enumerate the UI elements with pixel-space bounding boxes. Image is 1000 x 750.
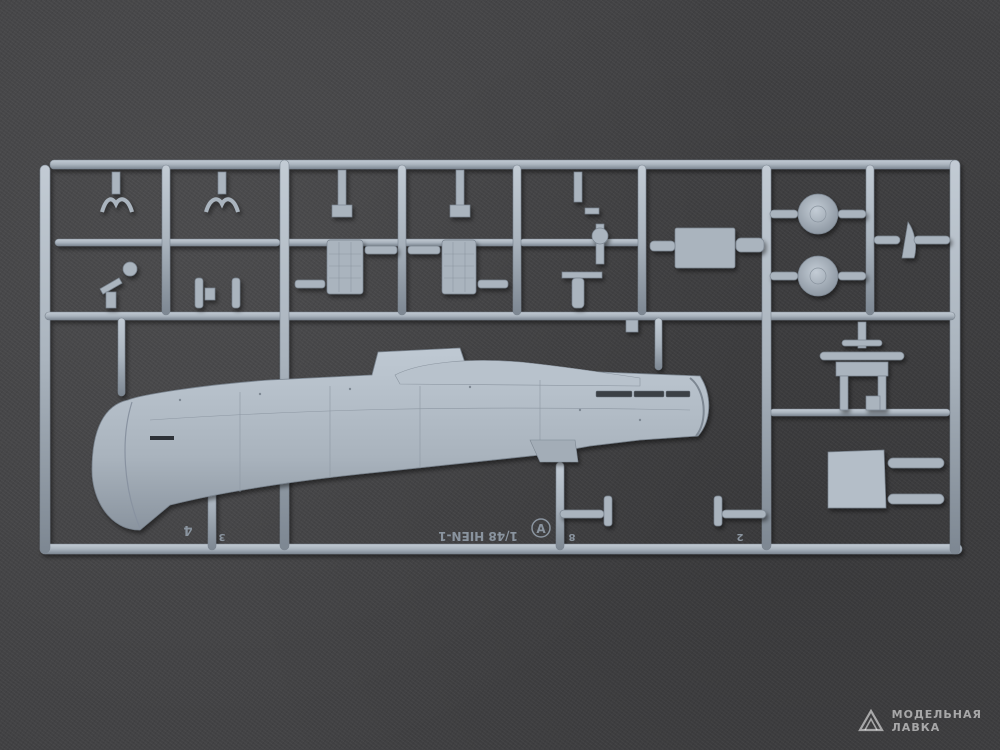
box-part xyxy=(674,227,736,269)
seat-grid-left xyxy=(326,239,364,295)
watermark: МОДЕЛЬНАЯ ЛАВКА xyxy=(856,706,982,736)
fork-part-1 xyxy=(100,171,134,213)
seat-grid-right xyxy=(441,239,477,295)
part-number-8: 8 xyxy=(568,531,575,542)
part-number-2: 2 xyxy=(736,531,743,542)
kit-code-label: 1/48 HIEN-1 xyxy=(438,529,518,543)
wheel-upper xyxy=(797,193,839,235)
watermark-line-1: МОДЕЛЬНАЯ xyxy=(891,708,982,721)
arm-part xyxy=(99,261,138,309)
frame-bottom-runner xyxy=(39,543,963,555)
svg-text:A: A xyxy=(536,522,546,536)
frame-left-runner xyxy=(39,164,51,554)
wheel-lower xyxy=(797,255,839,297)
control-stick-part xyxy=(561,171,609,309)
hanger-logo-icon xyxy=(857,708,884,732)
part-number-4: 4 xyxy=(183,522,192,537)
watermark-line-2: ЛАВКА xyxy=(891,721,941,734)
fork-part-2 xyxy=(204,171,240,213)
spinner-part xyxy=(901,221,916,259)
middle-runner xyxy=(44,311,956,321)
part-number-3: 3 xyxy=(218,531,225,542)
fuselage-half xyxy=(91,347,710,531)
frame-top-runner xyxy=(49,159,959,170)
frame-letter-badge: A xyxy=(531,518,551,538)
grille-part xyxy=(819,321,905,411)
frame-right-runner xyxy=(949,159,961,555)
armor-plate xyxy=(827,449,887,509)
